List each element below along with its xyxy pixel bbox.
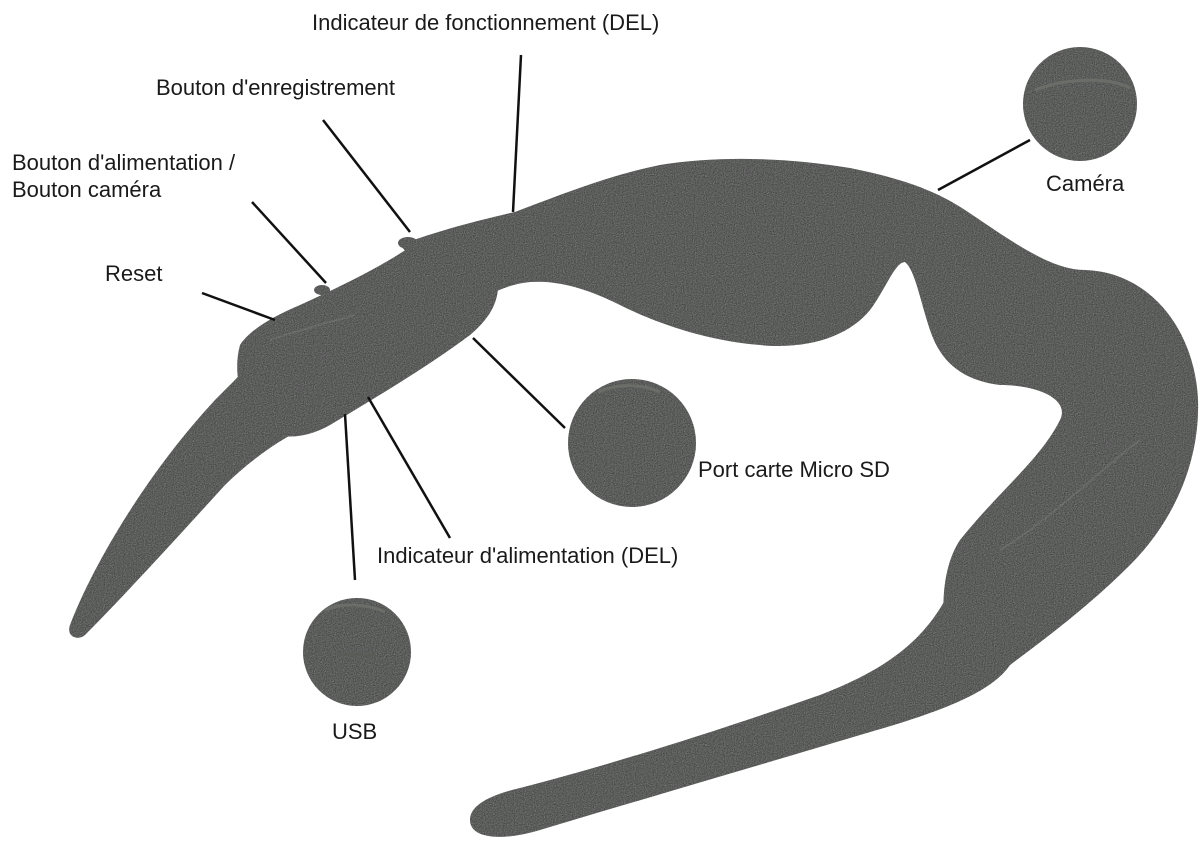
record-button-nub — [398, 237, 418, 249]
label-power-button-line1: Bouton d'alimentation / — [12, 149, 235, 176]
label-micro-sd: Port carte Micro SD — [698, 456, 890, 483]
leader-power-led — [368, 397, 450, 538]
label-usb: USB — [332, 718, 377, 745]
detail-circle-micro-sd — [568, 379, 696, 507]
leader-micro-sd — [473, 338, 565, 428]
label-power-button-line2: Bouton caméra — [12, 176, 235, 203]
leader-power-button — [252, 202, 326, 283]
leader-record-button — [323, 120, 410, 232]
label-status-led: Indicateur de fonctionnement (DEL) — [312, 9, 659, 36]
detail-circle-camera — [1023, 47, 1137, 161]
label-power-led: Indicateur d'alimentation (DEL) — [377, 542, 678, 569]
detail-circle-usb — [303, 598, 411, 706]
leader-camera — [938, 140, 1030, 190]
label-reset: Reset — [105, 260, 162, 287]
label-power-button: Bouton d'alimentation / Bouton caméra — [12, 149, 235, 203]
leader-reset — [202, 293, 275, 320]
glasses-frame — [400, 159, 1198, 665]
leader-usb — [345, 414, 355, 580]
leader-status-led — [513, 55, 521, 212]
power-button-nub — [314, 285, 330, 295]
right-temple-arm — [470, 598, 1012, 837]
label-camera: Caméra — [1046, 170, 1124, 197]
label-record-button: Bouton d'enregistrement — [156, 74, 395, 101]
